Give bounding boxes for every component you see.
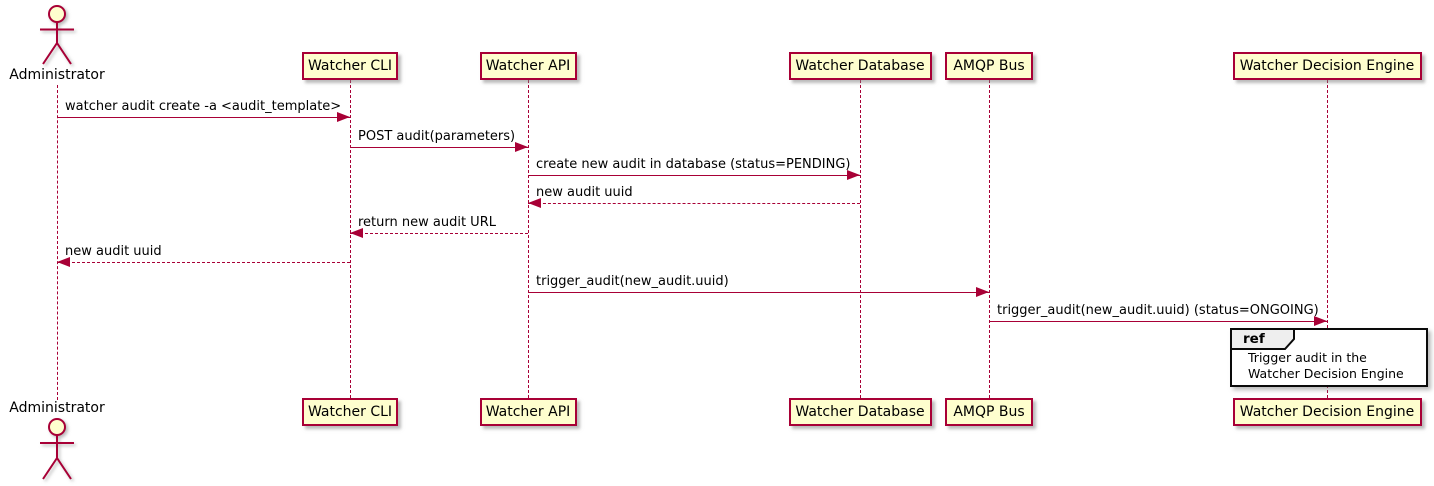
ref-text: Trigger audit in the Watcher Decision En… — [1248, 350, 1404, 382]
ref-tab — [1230, 328, 1295, 350]
participant-box: Watcher CLI — [302, 52, 398, 80]
participant-box: AMQP Bus — [945, 398, 1033, 426]
participant-box: AMQP Bus — [945, 52, 1033, 80]
message-label: return new audit URL — [358, 215, 496, 230]
lifeline — [989, 80, 990, 398]
message-arrowhead — [976, 287, 989, 297]
message-line — [57, 117, 350, 118]
lifeline — [350, 80, 351, 398]
message-line — [350, 147, 528, 148]
ref-text-line: Trigger audit in the — [1248, 350, 1367, 365]
message-label: new audit uuid — [536, 185, 633, 200]
message-label: create new audit in database (status=PEN… — [536, 157, 851, 172]
message-arrowhead — [528, 198, 541, 208]
lifeline — [528, 80, 529, 398]
message-line — [350, 233, 528, 234]
message-line — [528, 175, 860, 176]
lifeline — [57, 85, 58, 400]
message-label: trigger_audit(new_audit.uuid) (status=ON… — [997, 303, 1319, 318]
message-arrowhead — [1314, 316, 1327, 326]
message-line — [528, 292, 989, 293]
message-line — [528, 203, 860, 204]
actor-figure-icon — [40, 5, 74, 65]
message-arrowhead — [57, 257, 70, 267]
message-line — [57, 262, 350, 263]
actor-label: Administrator — [9, 67, 105, 83]
message-label: watcher audit create -a <audit_template> — [65, 99, 342, 114]
lifeline — [1327, 80, 1328, 398]
participant-box: Watcher Decision Engine — [1232, 398, 1422, 426]
message-arrowhead — [350, 228, 363, 238]
participant-box: Watcher CLI — [302, 398, 398, 426]
message-line — [989, 321, 1327, 322]
participant-box: Watcher Decision Engine — [1232, 52, 1422, 80]
message-arrowhead — [515, 142, 528, 152]
participant-box: Watcher API — [479, 398, 577, 426]
message-label: trigger_audit(new_audit.uuid) — [536, 274, 729, 289]
actor-label: Administrator — [9, 400, 105, 416]
message-arrowhead — [337, 112, 350, 122]
actor-figure-icon — [40, 418, 74, 480]
lifeline — [860, 80, 861, 398]
ref-keyword: ref — [1243, 331, 1265, 347]
message-label: new audit uuid — [65, 244, 162, 259]
ref-text-line: Watcher Decision Engine — [1248, 366, 1404, 381]
participant-box: Watcher Database — [788, 52, 932, 80]
participant-box: Watcher API — [479, 52, 577, 80]
participant-box: Watcher Database — [788, 398, 932, 426]
ref-fragment: ref Trigger audit in the Watcher Decisio… — [1230, 328, 1428, 387]
message-arrowhead — [847, 170, 860, 180]
message-label: POST audit(parameters) — [358, 129, 516, 144]
